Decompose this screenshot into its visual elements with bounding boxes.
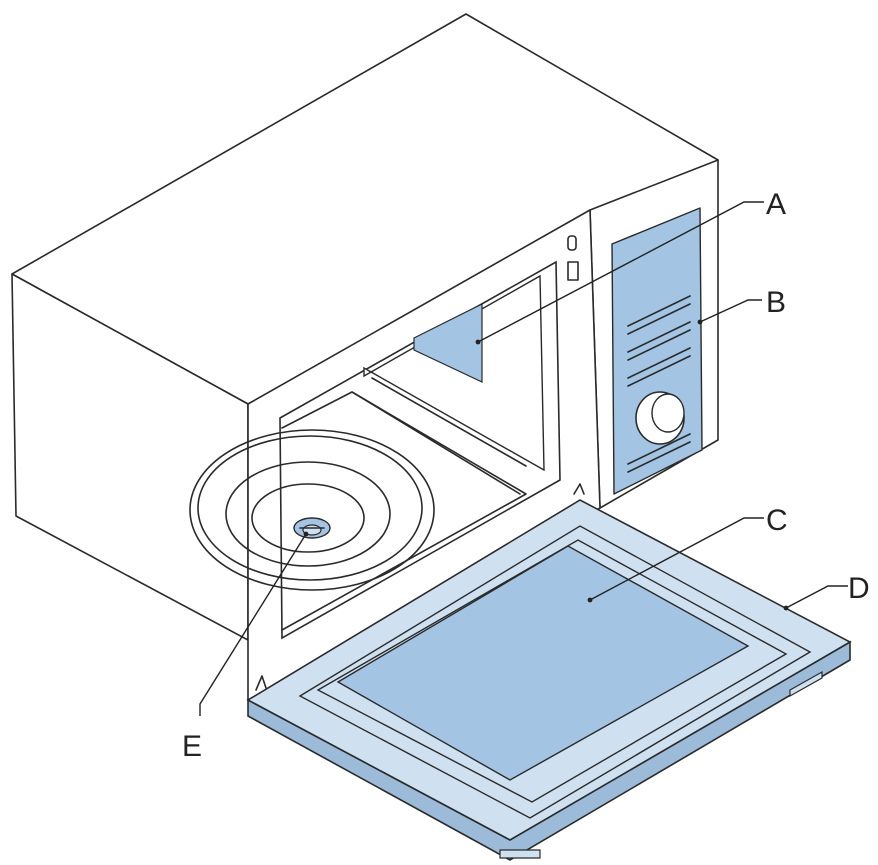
label-b: B — [766, 286, 786, 319]
panel-button — [627, 321, 691, 353]
leader-e — [199, 533, 307, 716]
open-door — [246, 483, 852, 861]
control-panel — [611, 207, 703, 495]
callout-labels: A B C D E — [182, 188, 870, 763]
control-panel-face — [611, 207, 703, 495]
leader-d — [785, 585, 848, 609]
panel-buttons — [627, 295, 691, 473]
panel-button — [627, 433, 691, 465]
leader-b — [699, 299, 762, 323]
panel-button — [627, 295, 691, 327]
label-c: C — [766, 504, 788, 537]
control-knob — [635, 391, 685, 445]
turntable-coupler — [293, 517, 331, 539]
label-e: E — [182, 730, 202, 763]
leader-c — [589, 517, 764, 601]
panel-button — [627, 347, 691, 379]
label-a: A — [766, 188, 786, 221]
door-window-patch — [413, 303, 483, 383]
oven-cavity — [279, 235, 579, 640]
leader-a — [477, 201, 764, 343]
door-glass — [336, 545, 750, 781]
leader-lines — [199, 201, 848, 716]
label-d: D — [848, 572, 870, 605]
